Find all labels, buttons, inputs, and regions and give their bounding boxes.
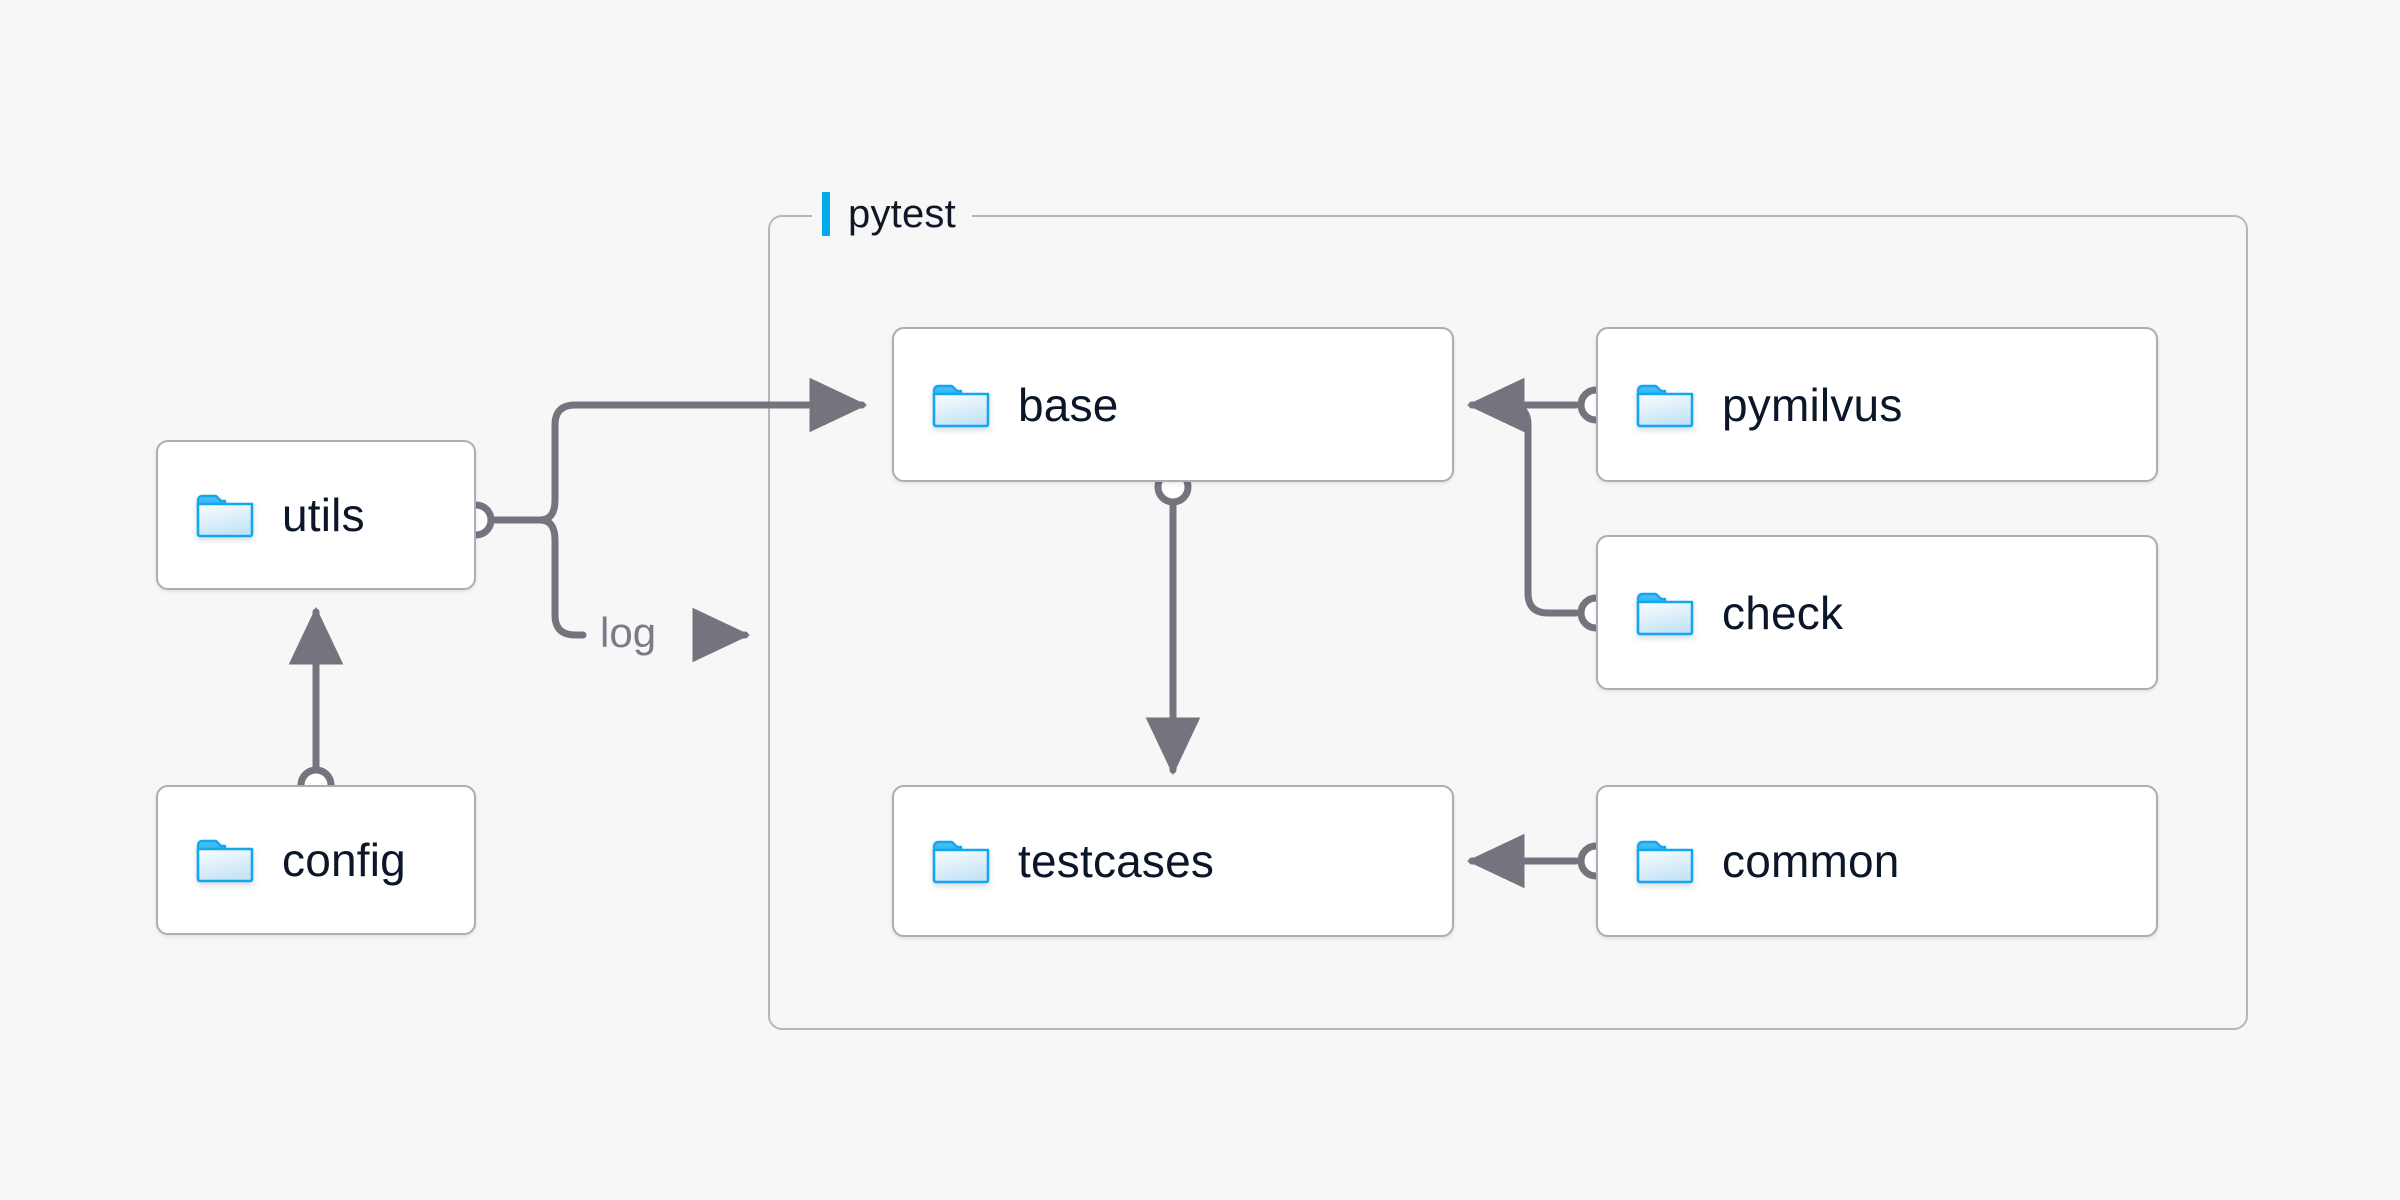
node-check[interactable]: check bbox=[1596, 535, 2158, 690]
folder-icon bbox=[1636, 592, 1694, 635]
node-check-label: check bbox=[1722, 586, 1844, 639]
group-accent-bar bbox=[822, 192, 830, 236]
folder-icon bbox=[1636, 840, 1694, 884]
node-common[interactable]: common bbox=[1596, 785, 2158, 937]
group-pytest[interactable] bbox=[768, 215, 2248, 1030]
node-base[interactable]: base bbox=[892, 327, 1454, 482]
folder-icon bbox=[1636, 384, 1694, 427]
edge-label-log: log bbox=[600, 609, 657, 656]
folder-icon bbox=[196, 494, 254, 538]
node-config-label: config bbox=[282, 834, 406, 886]
folder-icon bbox=[196, 839, 254, 883]
group-pytest-label: pytest bbox=[812, 186, 972, 242]
edge-utils-to-log bbox=[536, 516, 587, 639]
folder-icon bbox=[932, 840, 990, 884]
node-testcases-label: testcases bbox=[1018, 835, 1215, 887]
folder-icon bbox=[932, 384, 990, 427]
node-common-label: common bbox=[1722, 835, 1900, 887]
node-base-label: base bbox=[1018, 378, 1119, 431]
node-utils[interactable]: utils bbox=[156, 440, 476, 590]
group-pytest-label-text: pytest bbox=[848, 191, 956, 236]
node-pymilvus[interactable]: pymilvus bbox=[1596, 327, 2158, 482]
node-testcases[interactable]: testcases bbox=[892, 785, 1454, 937]
node-config[interactable]: config bbox=[156, 785, 476, 935]
node-pymilvus-label: pymilvus bbox=[1722, 378, 1903, 431]
node-utils-label: utils bbox=[282, 489, 365, 541]
